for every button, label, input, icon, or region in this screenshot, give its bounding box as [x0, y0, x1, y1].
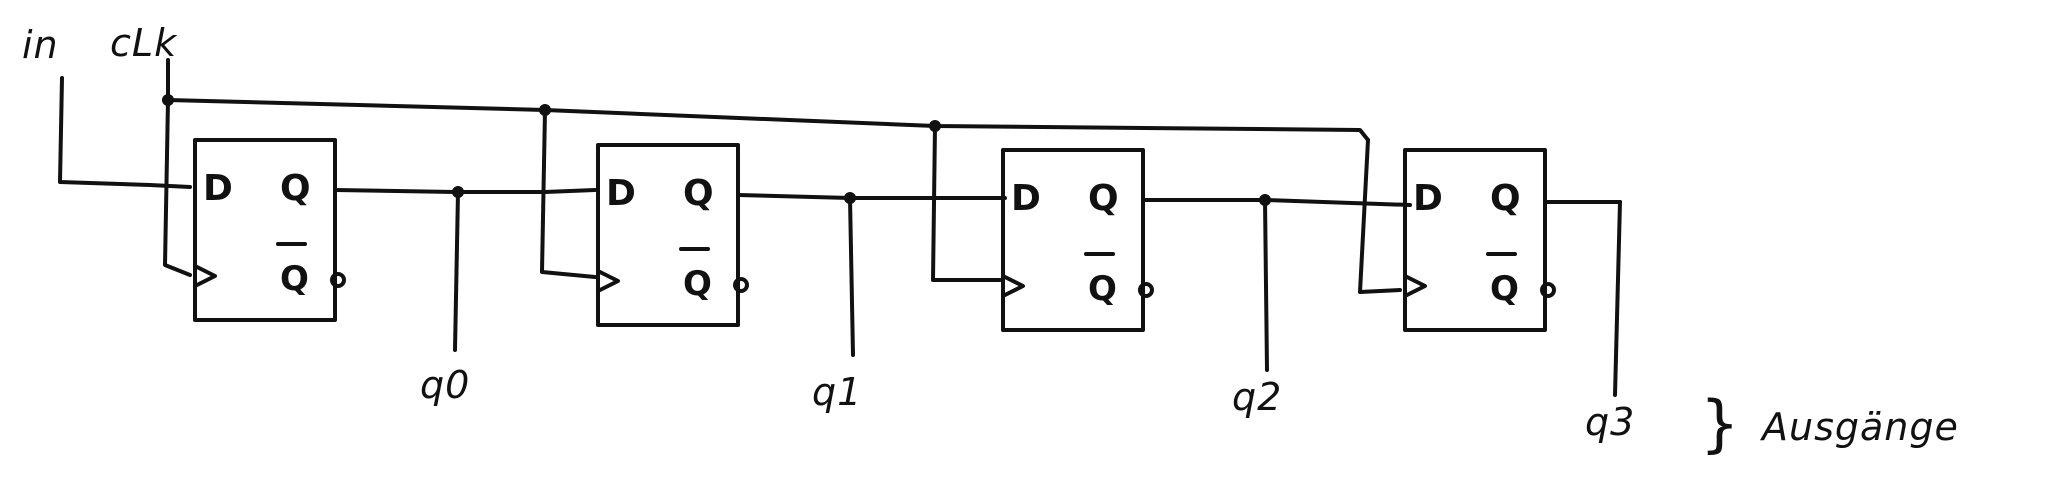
q0-output-line	[453, 190, 460, 352]
flipflop-2: D Q Q	[596, 143, 749, 327]
d-pin-label: D	[606, 173, 636, 214]
d-pin-label: D	[1011, 178, 1041, 219]
q-pin-label: Q	[280, 168, 311, 209]
qbar-pin-label: Q	[1088, 269, 1117, 309]
q3-output-line	[1613, 200, 1622, 397]
qbar-pin-label: Q	[1490, 269, 1519, 309]
inversion-bubble	[733, 277, 749, 293]
q-pin-label: Q	[1490, 178, 1521, 219]
in-label: in	[22, 23, 59, 67]
clock-line-ff4	[1358, 138, 1402, 294]
clock-line-ff3	[931, 124, 1002, 282]
clock-input-triangle	[1403, 274, 1427, 298]
flipflop-body	[1001, 148, 1145, 332]
q2-output-line	[1263, 198, 1269, 372]
q1-output-label: q1	[812, 370, 862, 414]
inversion-bubble	[1138, 282, 1154, 298]
data-wire-q1	[736, 193, 1007, 200]
d-pin-label: D	[1413, 178, 1443, 219]
clock-input-triangle	[1001, 274, 1025, 298]
flipflop-body	[596, 143, 740, 327]
q-pin-label: Q	[1088, 178, 1119, 219]
q3-output-label: q3	[1585, 400, 1635, 444]
q2-output-label: q2	[1232, 375, 1282, 419]
q0-output-label: q0	[420, 363, 470, 407]
in-wire	[58, 76, 192, 189]
clock-input-triangle	[193, 264, 217, 288]
flipflop-body	[1403, 148, 1547, 332]
clock-bus	[166, 58, 1370, 142]
flipflop-3: D Q Q	[1001, 148, 1154, 332]
clock-line-ff2	[540, 108, 597, 279]
flipflop-1: D Q Q	[193, 138, 346, 322]
data-wire-q0	[333, 188, 597, 194]
qbar-pin-label: Q	[683, 264, 712, 304]
clk-label: cLk	[110, 21, 178, 65]
q-pin-label: Q	[683, 173, 714, 214]
flipflop-4: D Q Q	[1403, 148, 1556, 332]
outputs-brace: }	[1700, 387, 1739, 460]
clock-input-triangle	[596, 269, 620, 293]
outputs-group-label: Ausgänge	[1759, 405, 1959, 449]
inversion-bubble	[330, 272, 346, 288]
q1-output-line	[848, 196, 855, 357]
qbar-pin-label: Q	[280, 259, 309, 299]
d-pin-label: D	[203, 168, 233, 209]
clock-line-ff1	[163, 98, 192, 277]
data-wire-q2	[1141, 198, 1412, 207]
flipflop-body	[193, 138, 337, 322]
inversion-bubble	[1540, 282, 1556, 298]
